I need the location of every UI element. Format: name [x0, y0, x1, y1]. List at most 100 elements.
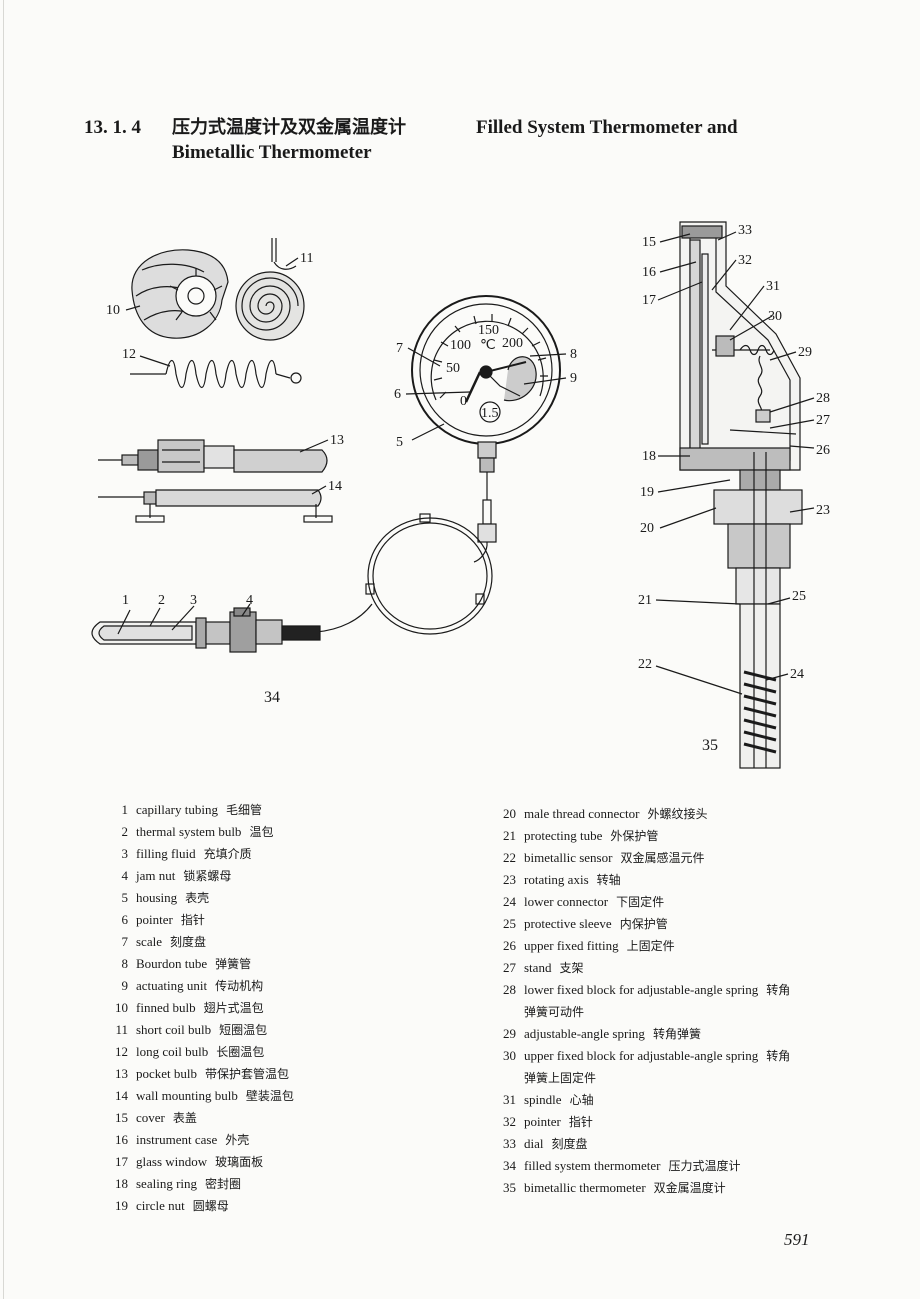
- legend-item: 18 sealing ring 密封圈: [106, 1173, 241, 1195]
- section-title-en-line1: Filled System Thermometer and: [476, 117, 738, 138]
- legend-term-cn: 锁紧螺母: [183, 869, 232, 883]
- gauge-scale-50: 50: [446, 361, 460, 376]
- callout-3: 3: [190, 593, 197, 608]
- callout-27: 27: [816, 413, 830, 428]
- legend-number: 8: [121, 956, 129, 971]
- callout-leaders: [117, 231, 815, 695]
- legend-number: 33: [503, 1136, 516, 1151]
- callout-16: 16: [642, 265, 656, 280]
- pocket-bulb-drawing: [98, 439, 328, 473]
- legend-term-cn: 玻璃面板: [215, 1155, 264, 1169]
- legend-number: 15: [115, 1110, 128, 1125]
- gauge-scale-100: 100: [450, 338, 471, 353]
- legend-term-cn: 温包: [249, 825, 274, 839]
- legend-term-en: bimetallic thermometer: [524, 1180, 646, 1195]
- legend-term-en: pointer: [136, 912, 173, 927]
- legend-term-cn: 支架: [559, 961, 584, 975]
- legend-term-cn: 弹簧管: [215, 957, 252, 971]
- legend-term-cn: 刻度盘: [169, 935, 206, 949]
- legend-term-cn: 内保护管: [619, 917, 668, 931]
- legend-number: 22: [503, 850, 516, 865]
- legend-term-en: cover: [136, 1110, 165, 1125]
- section-title-en-line2: Bimetallic Thermometer: [172, 142, 372, 163]
- legend-term-cn: 刻度盘: [551, 1137, 588, 1151]
- callout-33: 33: [738, 223, 752, 238]
- legend-number: 26: [503, 938, 516, 953]
- legend-term-cn: 下固定件: [616, 895, 665, 909]
- legend-term-en: sealing ring: [136, 1176, 198, 1191]
- legend-number: 20: [503, 806, 516, 821]
- legend-term-cn: 指针: [180, 913, 205, 927]
- legend-term-en: actuating unit: [136, 978, 208, 993]
- legend-term-en: lower connector: [524, 894, 609, 909]
- legend-term-cn: 短圈温包: [219, 1023, 268, 1037]
- callout-22: 22: [638, 657, 652, 672]
- legend-term-en: pointer: [524, 1114, 561, 1129]
- legend-term-cn: 圆螺母: [192, 1199, 229, 1213]
- legend-term-en: scale: [136, 934, 162, 949]
- legend-term-cn: 转角: [766, 1049, 791, 1063]
- callout-18: 18: [642, 449, 656, 464]
- legend-term-cn: 翅片式温包: [203, 1001, 264, 1015]
- gauge-accuracy-badge: 1.5: [481, 406, 499, 421]
- legend-term-en: male thread connector: [524, 806, 640, 821]
- callout-numbers: 1 2 3 4 5 6 7 8 9 10 11 12 13 14 15 16 1…: [106, 223, 830, 754]
- legend-term-cn: 壁装温包: [245, 1089, 294, 1103]
- legend-term-en: filled system thermometer: [524, 1158, 661, 1173]
- callout-30: 30: [768, 309, 782, 324]
- capillary-loop-drawing: [315, 513, 493, 635]
- legend-number: 35: [503, 1180, 516, 1195]
- legend-number: 12: [115, 1044, 128, 1059]
- gauge-scale-unit: ℃: [480, 338, 496, 353]
- legend-term-cn: 双金属感温元件: [620, 851, 705, 865]
- legend-term-en: short coil bulb: [136, 1022, 212, 1037]
- legend-term-cn: 带保护套管温包: [205, 1067, 290, 1081]
- technical-illustration: 150 100 ℃ 200 50 0 1.5: [91, 221, 830, 769]
- legend-term-en: capillary tubing: [136, 802, 218, 817]
- page-edge-line: [3, 0, 4, 1299]
- legend-number: 32: [503, 1114, 516, 1129]
- legend-term-en: thermal system bulb: [136, 824, 242, 839]
- callout-29: 29: [798, 345, 812, 360]
- gauge-scale-0: 0: [460, 394, 467, 409]
- legend-number: 18: [115, 1176, 128, 1191]
- legend-number: 19: [115, 1198, 128, 1213]
- legend-term-cn: 心轴: [569, 1093, 594, 1107]
- legend-term-cn: 双金属温度计: [653, 1181, 726, 1195]
- legend-term-cn: 毛细管: [225, 803, 262, 817]
- legend-term-cn: 外保护管: [610, 829, 659, 843]
- legend-term-en: rotating axis: [524, 872, 589, 887]
- callout-5: 5: [396, 435, 403, 450]
- legend-term-cn: 密封圈: [205, 1177, 242, 1191]
- legend-term-cn: 表壳: [185, 891, 210, 905]
- legend-term-cn: 表盖: [172, 1111, 197, 1125]
- callout-4: 4: [246, 593, 253, 608]
- callout-17: 17: [642, 293, 656, 308]
- legend-term-en: housing: [136, 890, 178, 905]
- legend-number: 14: [115, 1088, 128, 1103]
- finned-bulb-drawing: [131, 249, 229, 339]
- legend-item: 15 cover 表盖: [106, 1107, 197, 1129]
- section-number: 13. 1. 4: [84, 117, 141, 138]
- callout-2: 2: [158, 593, 165, 608]
- legend-number: 5: [121, 890, 129, 905]
- legend-number: 13: [115, 1066, 128, 1081]
- legend-term-cn: 充填介质: [203, 847, 252, 861]
- legend-number: 16: [115, 1132, 128, 1147]
- legend-term-cn: 转角: [766, 983, 791, 997]
